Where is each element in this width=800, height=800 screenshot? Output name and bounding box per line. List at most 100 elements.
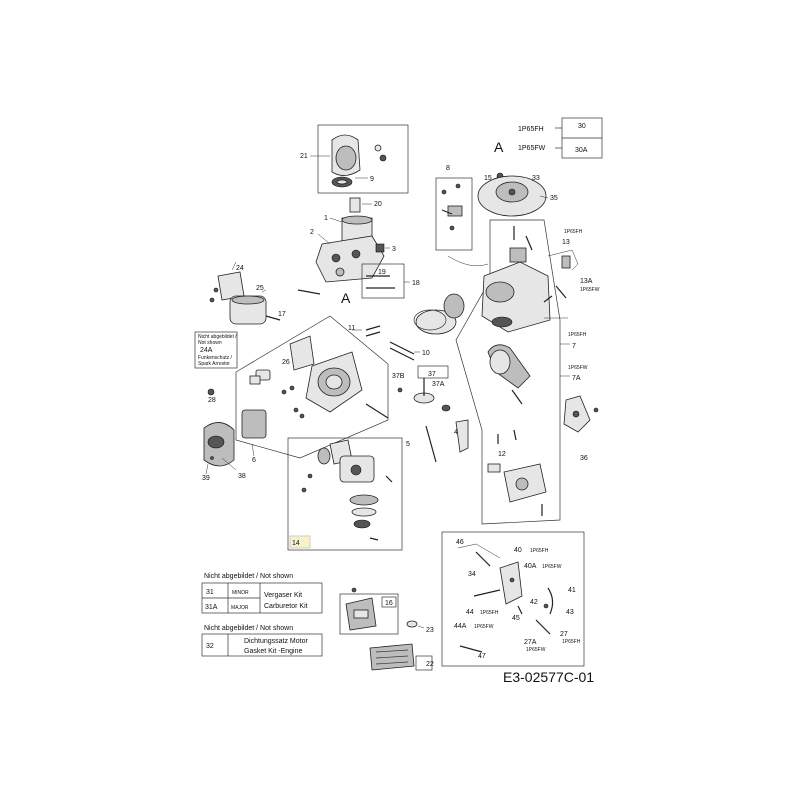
- tag-27-model: 1P65FH: [562, 639, 581, 645]
- callout-27: 27: [560, 631, 568, 638]
- gasket-kit-num: 32: [206, 643, 214, 650]
- cylinder-block-group: 26 11 6: [235, 315, 389, 464]
- gasket-kit-header: Nicht abgebildet / Not shown: [204, 625, 293, 632]
- tag-13a-model: 1P65FW: [580, 287, 600, 293]
- tag-44a-model: 1P65FW: [474, 624, 494, 630]
- tag-13-model: 1P65FH: [564, 229, 583, 235]
- callout-13: 13: [562, 239, 570, 246]
- callout-44: 44: [466, 609, 474, 616]
- drawing-code: E3-02577C-01: [503, 669, 594, 685]
- flywheel-group: A 33 15 35 8: [435, 139, 558, 266]
- carb-kit-row2-num: 31A: [205, 604, 218, 611]
- callout-44a: 44A: [454, 623, 467, 630]
- callout-1: 1: [324, 215, 328, 222]
- filter-element-group: 16 23 22: [339, 587, 434, 671]
- callout-16: 16: [385, 600, 393, 607]
- callout-9: 9: [370, 176, 374, 183]
- model-table: 1P65FH 30 1P65FW 30A: [518, 117, 603, 159]
- carb-kit-header: Nicht abgebildet / Not shown: [204, 573, 293, 580]
- callout-37b: 37B: [392, 373, 405, 380]
- callout-42: 42: [530, 599, 538, 606]
- cylinder-head-group: 20 1 2 3 A: [310, 197, 396, 306]
- callout-23: 23: [426, 627, 434, 634]
- gasket-kit-name-line1: Dichtungssatz Motor: [244, 638, 308, 645]
- recoil-starter-group: 21 9: [300, 124, 409, 194]
- callout-45: 45: [512, 615, 520, 622]
- callout-39: 39: [202, 475, 210, 482]
- callout-40: 40: [514, 547, 522, 554]
- callout-27a: 27A: [524, 639, 537, 646]
- callout-11: 11: [348, 325, 355, 332]
- gasket-kit-table: Nicht abgebildet / Not shown 32 Dichtung…: [201, 625, 323, 657]
- callout-33: 33: [532, 175, 540, 182]
- callout-18: 18: [412, 280, 420, 287]
- callout-12: 12: [498, 451, 506, 458]
- model-table-row2-part: 30A: [575, 147, 588, 154]
- model-table-row1-model: 1P65FH: [518, 126, 544, 133]
- carb-kit-name-line1: Vergaser Kit: [264, 592, 302, 599]
- note-24a-line1: Nicht abgebildet /: [198, 334, 237, 340]
- callout-21: 21: [300, 153, 308, 160]
- callout-24: 24: [236, 265, 244, 272]
- muffler-group: 24 25 17: [209, 261, 286, 325]
- carb-kit-name-line2: Carburetor Kit: [264, 603, 308, 610]
- callout-3: 3: [392, 246, 396, 253]
- piston-group: 10 37 37A 37B 4 5: [389, 293, 469, 463]
- callout-20: 20: [374, 201, 382, 208]
- callout-38: 38: [238, 473, 246, 480]
- callout-8: 8: [446, 165, 450, 172]
- callout-26: 26: [282, 359, 290, 366]
- callout-17: 17: [278, 311, 286, 318]
- callout-37: 37: [428, 371, 436, 378]
- callout-36: 36: [580, 455, 588, 462]
- carburetor-kit-table: Nicht abgebildet / Not shown 31 MINOR 31…: [201, 573, 323, 614]
- crankcase-group: 12 1P65FH 13 13A 1P65FW 1P65FH 7 1P65FW …: [455, 219, 600, 525]
- callout-35: 35: [550, 195, 558, 202]
- section-mark-a-bottom: A: [341, 290, 351, 306]
- callout-7a: 7A: [572, 375, 581, 382]
- callout-47: 47: [478, 653, 486, 660]
- governor-linkage-group: 46 34 40 1P65FH 40A 1P65FW 41 42 43 44 1…: [441, 531, 585, 667]
- callout-28: 28: [208, 397, 216, 404]
- callout-15: 15: [484, 175, 492, 182]
- carb-kit-row1-num: 31: [206, 589, 214, 596]
- callout-37a: 37A: [432, 381, 445, 388]
- gasket-kit-name-line2: Gasket Kit -Engine: [244, 648, 302, 655]
- tag-7-model: 1P65FH: [568, 332, 587, 338]
- note-24a-line2: Not shown: [198, 340, 222, 346]
- callout-10: 10: [422, 350, 430, 357]
- carb-kit-row1-grade: MINOR: [232, 590, 249, 596]
- callout-19: 19: [378, 269, 386, 276]
- air-cleaner-group: 28 38 39: [202, 388, 246, 482]
- section-mark-a-top: A: [494, 139, 504, 155]
- callout-22: 22: [426, 661, 434, 668]
- tag-7a-model: 1P65FW: [568, 365, 588, 371]
- callout-46: 46: [456, 539, 464, 546]
- callout-25: 25: [256, 285, 264, 292]
- callout-13a: 13A: [580, 278, 593, 285]
- callout-7: 7: [572, 343, 576, 350]
- carburetor-group: 14: [287, 437, 403, 551]
- note-24a-code: 24A: [200, 347, 213, 354]
- carb-kit-row2-grade: MAJOR: [231, 605, 249, 611]
- callout-14: 14: [292, 540, 300, 547]
- callout-4: 4: [454, 429, 458, 436]
- model-table-row1-part: 30: [578, 123, 586, 130]
- callout-41: 41: [568, 587, 576, 594]
- callout-43: 43: [566, 609, 574, 616]
- callout-34: 34: [468, 571, 476, 578]
- valve-train-group: 19 18: [297, 263, 420, 299]
- callout-6: 6: [252, 457, 256, 464]
- model-table-row2-model: 1P65FW: [518, 145, 546, 152]
- callout-5: 5: [406, 441, 410, 448]
- tag-40-model: 1P65FH: [530, 548, 549, 554]
- tag-27a-model: 1P65FW: [526, 647, 546, 653]
- not-shown-24a-note: Nicht abgebildet / Not shown 24A Funkens…: [194, 331, 238, 369]
- tag-40a-model: 1P65FW: [542, 564, 562, 570]
- callout-40a: 40A: [524, 563, 537, 570]
- note-24a-line3: Funkenschutz /: [198, 355, 233, 361]
- tag-44-model: 1P65FH: [480, 610, 499, 616]
- callout-2: 2: [310, 229, 314, 236]
- note-24a-line4: Spark Arrestor: [198, 361, 230, 367]
